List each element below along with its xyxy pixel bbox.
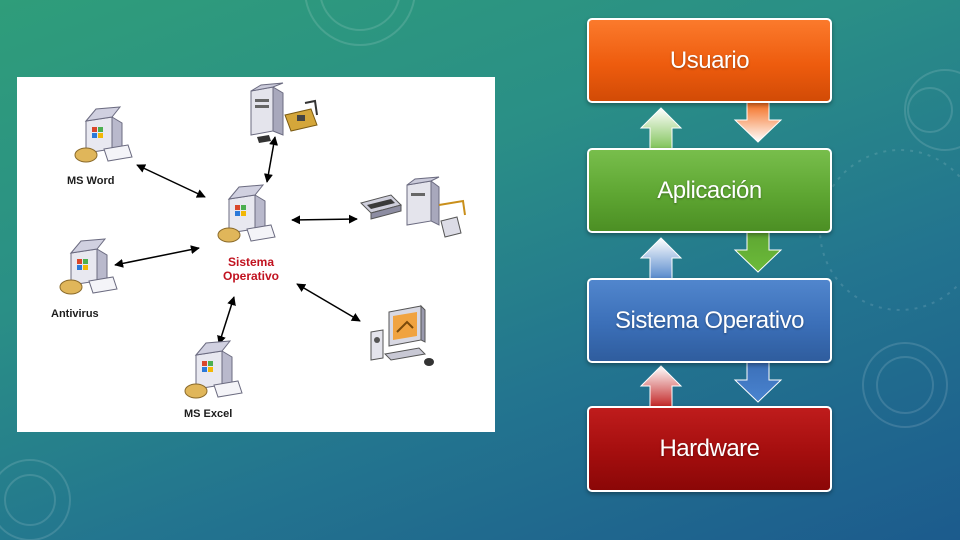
- arrow-antivirus-os: [114, 245, 200, 268]
- arrow-down-os-to-hw: [733, 361, 783, 403]
- ms-word-node: [72, 105, 136, 172]
- arrow-up-os-to-app: [639, 237, 683, 281]
- arrow-down-app-to-os: [733, 231, 783, 273]
- ms-excel-label: MS Excel: [184, 408, 233, 420]
- layer-sistema-operativo-label: Sistema Operativo: [615, 306, 804, 334]
- arrow-up-app-to-user: [639, 107, 683, 151]
- arrow-tower-os: [263, 136, 279, 183]
- computer-tower-icon: [250, 82, 318, 143]
- desktop-computer-icon: [370, 304, 434, 366]
- arrow-pc-os: [296, 283, 361, 322]
- arrow-up-hw-to-os: [639, 365, 683, 409]
- os-center-label: Sistema Operativo: [201, 255, 301, 283]
- layer-usuario: Usuario: [587, 18, 832, 103]
- antivirus-label: Antivirus: [51, 308, 99, 320]
- arrow-scanner-os: [291, 214, 358, 225]
- desktop-pc-node: [367, 302, 447, 377]
- connection-arrows: [114, 136, 361, 345]
- installer-box-icon: [217, 184, 276, 243]
- arrow-down-user-to-app: [733, 101, 783, 143]
- installer-box-icon: [184, 340, 243, 399]
- layer-aplicacion-label: Aplicación: [657, 176, 762, 204]
- arrow-excel-os: [217, 296, 236, 345]
- ms-excel-node: [182, 339, 246, 408]
- layer-hardware: Hardware: [587, 406, 832, 492]
- ms-word-label: MS Word: [67, 175, 115, 187]
- layer-aplicacion: Aplicación: [587, 148, 832, 233]
- os-label-line2: Operativo: [222, 269, 279, 283]
- antivirus-node: [57, 237, 121, 304]
- scanner-printer-node: [357, 175, 469, 248]
- os-diagram-panel: MS Word Sistema Operativo: [17, 77, 495, 432]
- layer-hardware-label: Hardware: [659, 435, 760, 462]
- os-center-node: [215, 183, 279, 252]
- installer-box-icon: [59, 238, 118, 295]
- hardware-tower-node: [245, 81, 325, 150]
- layer-usuario-label: Usuario: [669, 46, 750, 74]
- layer-sistema-operativo: Sistema Operativo: [587, 278, 832, 363]
- os-label-line1: Sistema: [227, 255, 275, 269]
- scanner-printer-icon: [360, 176, 466, 238]
- installer-box-icon: [74, 106, 133, 163]
- arrow-word-os: [136, 164, 206, 198]
